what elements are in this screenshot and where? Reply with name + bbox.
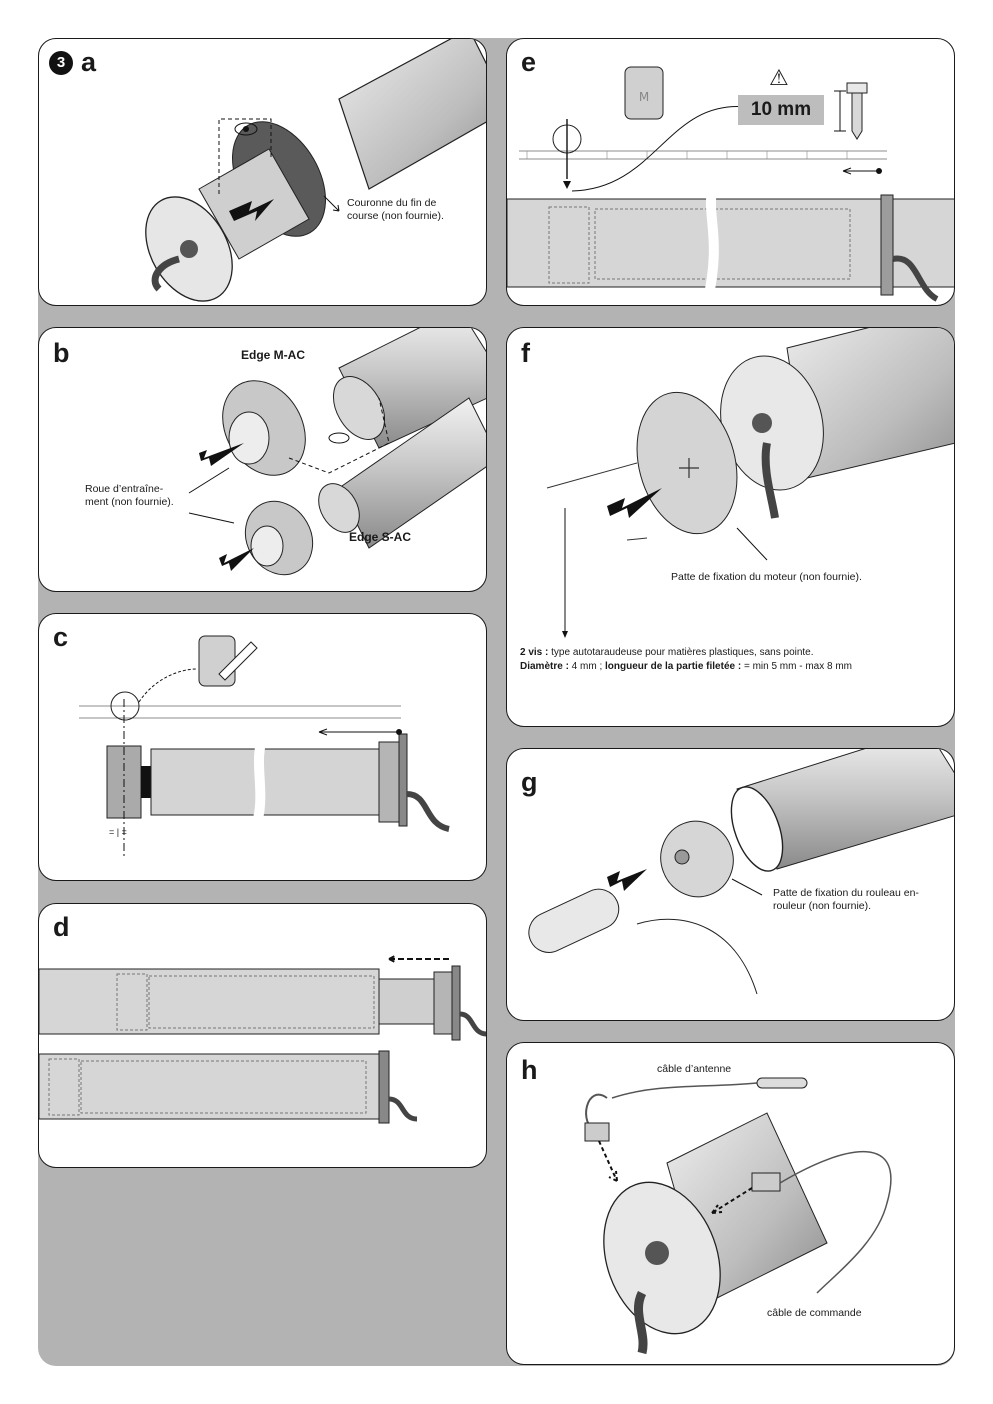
panel-letter: g xyxy=(521,767,538,797)
equal-distance-mark: = | = xyxy=(109,827,127,837)
panel-letter: b xyxy=(53,338,70,368)
panel-letter: e xyxy=(521,47,537,77)
panel-b: b Edge M-AC Edge S-AC Roue d’entraîne-me… xyxy=(38,327,487,592)
motor-bracket-caption: Patte de fixation du moteur (non fournie… xyxy=(671,571,862,583)
step-number-badge: 3 xyxy=(49,51,73,75)
screws-label: 2 vis : xyxy=(520,647,549,658)
length-value: = min 5 mm - max 8 mm xyxy=(741,661,853,672)
model-s-label: Edge S-AC xyxy=(349,530,412,544)
command-cable-label: câble de commande xyxy=(767,1307,862,1319)
panel-h: h câble d’antenne câble de commande xyxy=(506,1042,955,1365)
length-label: longueur de la partie filetée : xyxy=(605,661,742,672)
motor-bracket-illustration xyxy=(546,328,954,638)
diameter-label: Diamètre : xyxy=(520,661,569,672)
screw-position-illustration: M xyxy=(507,66,954,305)
model-m-label: Edge M-AC xyxy=(241,348,305,362)
roller-bracket-caption: Patte de fixation du rouleau en-rouleur … xyxy=(773,887,919,912)
panel-e: M e ⚠ 10 mm xyxy=(506,38,955,306)
screw-spec-note: 2 vis : type autotaraudeuse pour matière… xyxy=(520,646,945,674)
panel-letter: a xyxy=(81,47,97,77)
cable-connection-illustration xyxy=(584,1077,892,1355)
panel-d: d xyxy=(38,903,487,1168)
ring-mounting-illustration xyxy=(145,39,486,302)
panel-letter: h xyxy=(521,1055,538,1085)
panel-letter: d xyxy=(53,912,70,942)
warning-icon: ⚠ xyxy=(769,65,789,90)
panel-g: g Patte de fixation du rouleau en-rouleu… xyxy=(506,748,955,1021)
panel-letter: f xyxy=(521,338,530,368)
crown-caption: Couronne du fin de course (non fournie). xyxy=(347,197,444,222)
panel-a: 3 a Couronne du fin de course (non fourn… xyxy=(38,38,487,306)
panel-letter: c xyxy=(53,622,69,652)
panel-c: c = | = xyxy=(38,613,487,881)
measurement-illustration xyxy=(79,635,450,859)
roller-bracket-illustration xyxy=(528,749,954,995)
tube-insertion-illustration xyxy=(39,954,486,1124)
drive-wheel-caption: Roue d’entraîne-ment (non fournie). xyxy=(85,483,174,508)
panel-f: f Patte de fixation du moteur (non fourn… xyxy=(506,327,955,727)
antenna-cable-label: câble d’antenne xyxy=(657,1063,732,1075)
measure-box: 10 mm xyxy=(738,95,824,125)
screws-text: type autotaraudeuse pour matières plasti… xyxy=(548,647,814,658)
diameter-value: 4 mm ; xyxy=(568,661,606,672)
drive-wheel-illustration xyxy=(188,328,486,576)
marker-m-label: M xyxy=(639,90,649,104)
